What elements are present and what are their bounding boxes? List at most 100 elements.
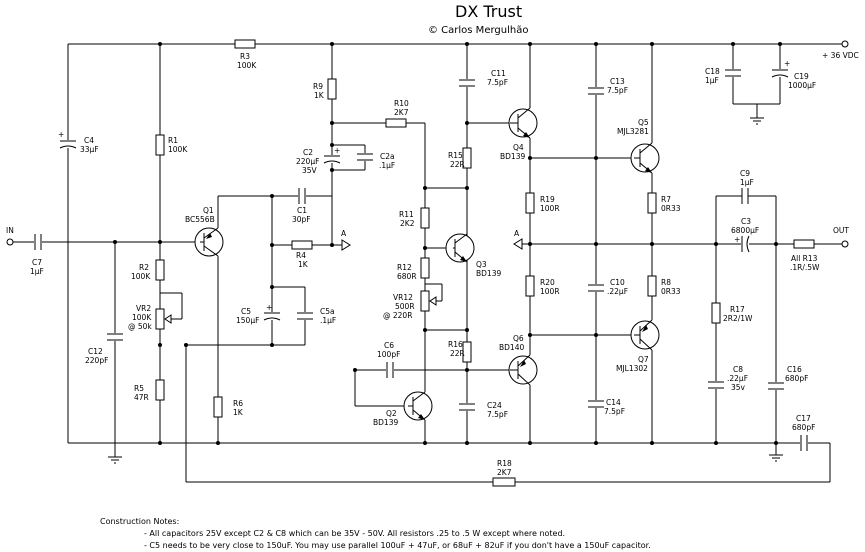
npn-transistor-icon: [508, 107, 538, 139]
r20-label: R20: [540, 278, 555, 287]
vr12-setting: @ 220R: [383, 311, 412, 320]
capacitor-icon: [459, 79, 475, 87]
pnp-transistor-icon: [194, 227, 224, 257]
r12-value: 680R: [397, 272, 417, 281]
q3-label: Q3: [476, 260, 487, 269]
r13-label: All R13: [791, 254, 818, 263]
r5-label: R5: [134, 384, 144, 393]
node-a-label: A: [341, 229, 347, 238]
ground-symbols: [108, 117, 783, 464]
capacitors: + C4 33µF C7 1µF C12 220pF C1 30pF: [30, 59, 816, 451]
c5-value: 150µF: [236, 316, 259, 325]
capacitor-icon: [588, 284, 604, 292]
r19-label: R19: [540, 195, 555, 204]
resistor-icon: [647, 275, 657, 297]
capacitor-icon: [59, 140, 77, 149]
node-a-flag-icon: [341, 239, 351, 251]
capacitor-icon: [741, 188, 749, 204]
r8-value: 0R33: [661, 287, 681, 296]
pnp-transistor-icon: [630, 319, 660, 351]
transistors: Q1 BC556B Q2 BD139 Q3 BD139: [185, 107, 660, 427]
resistor-icon: [462, 341, 472, 363]
q5-part: MJL3281: [617, 127, 649, 136]
r6-value: 1K: [233, 408, 244, 417]
terminals: IN + 36 VDC OUT: [6, 40, 859, 248]
c10-label: C10: [610, 278, 625, 287]
r2-value: 100K: [131, 272, 151, 281]
resistor-icon: [793, 239, 815, 249]
ground-icon: [108, 453, 122, 464]
c6-label: C6: [384, 341, 394, 350]
q2-part: BD139: [373, 418, 398, 427]
c8-voltage: 35v: [731, 383, 746, 392]
node-a-flag-icon: [513, 238, 523, 250]
resistor-icon: [647, 192, 657, 214]
r20-value: 100R: [540, 287, 560, 296]
c14-label: C14: [606, 398, 621, 407]
c12-value: 220pF: [85, 356, 108, 365]
q4-label: Q4: [513, 143, 524, 152]
c3-value: 6800µF: [731, 226, 759, 235]
c2a-value: .1µF: [379, 161, 395, 170]
c7-value: 1µF: [30, 267, 44, 276]
svg-text:+: +: [734, 235, 740, 244]
capacitor-icon: [357, 153, 373, 161]
wiper-arrow-icon: [164, 314, 172, 324]
resistor-icon: [234, 39, 256, 49]
c24-value: 7.5pF: [487, 410, 508, 419]
output-terminal-icon: [841, 240, 849, 248]
r5-value: 47R: [134, 393, 149, 402]
potentiometers: VR2 100K @ 50k VR12 500R @ 220R: [128, 290, 437, 331]
r10-value: 2K7: [394, 108, 409, 117]
input-terminal-icon: [6, 238, 14, 246]
c13-value: 7.5pF: [607, 86, 628, 95]
node-a-label: A: [514, 229, 520, 238]
capacitor-icon: [107, 333, 123, 341]
capacitor-icon: [708, 381, 724, 389]
r18-label: R18: [497, 459, 512, 468]
resistor-icon: [420, 207, 430, 229]
c6-value: 100pF: [377, 350, 400, 359]
resistor-icon: [420, 257, 430, 279]
q6-label: Q6: [513, 334, 524, 343]
c19-value: 1000µF: [788, 81, 816, 90]
r1-label: R1: [168, 136, 178, 145]
q1-part: BC556B: [185, 215, 215, 224]
schematic-title: DX Trust: [455, 2, 522, 21]
note-item: - All capacitors 25V except C2 & C8 whic…: [144, 529, 566, 538]
capacitor-icon: [386, 362, 394, 378]
q2-label: Q2: [386, 409, 397, 418]
q1-label: Q1: [203, 206, 214, 215]
c24-label: C24: [487, 401, 502, 410]
r9-label: R9: [313, 82, 323, 91]
supply-label: + 36 VDC: [822, 51, 859, 60]
c19-label: C19: [794, 72, 809, 81]
c14-value: 7.5pF: [604, 407, 625, 416]
c2-voltage: 35V: [302, 166, 318, 175]
c5a-value: .1µF: [320, 316, 336, 325]
c4-value: 33µF: [80, 145, 99, 154]
c2a-label: C2a: [380, 152, 395, 161]
resistor-icon: [155, 134, 165, 156]
r13-value: .1R/.5W: [790, 263, 820, 272]
capacitor-icon: [768, 382, 784, 390]
vr2-value: 100K: [132, 313, 152, 322]
wiper-arrow-icon: [429, 296, 437, 306]
c8-value: .22µF: [727, 374, 748, 383]
r11-value: 2K2: [400, 219, 415, 228]
notes-heading: Construction Notes:: [100, 517, 180, 526]
schematic-author: © Carlos Mergulhão: [428, 25, 528, 36]
vr2-label: VR2: [136, 304, 151, 313]
c17-label: C17: [796, 414, 811, 423]
npn-transistor-icon: [630, 142, 660, 174]
vr2-setting: @ 50k: [128, 322, 152, 331]
vr12-label: VR12: [393, 293, 413, 302]
c9-value: 1µF: [740, 178, 754, 187]
resistor-icon: [213, 396, 223, 418]
input-label: IN: [6, 226, 14, 235]
c9-label: C9: [740, 169, 750, 178]
svg-text:+: +: [784, 59, 790, 68]
c10-value: .22µF: [607, 287, 628, 296]
r16-value: 22R: [450, 349, 465, 358]
c16-label: C16: [787, 365, 802, 374]
